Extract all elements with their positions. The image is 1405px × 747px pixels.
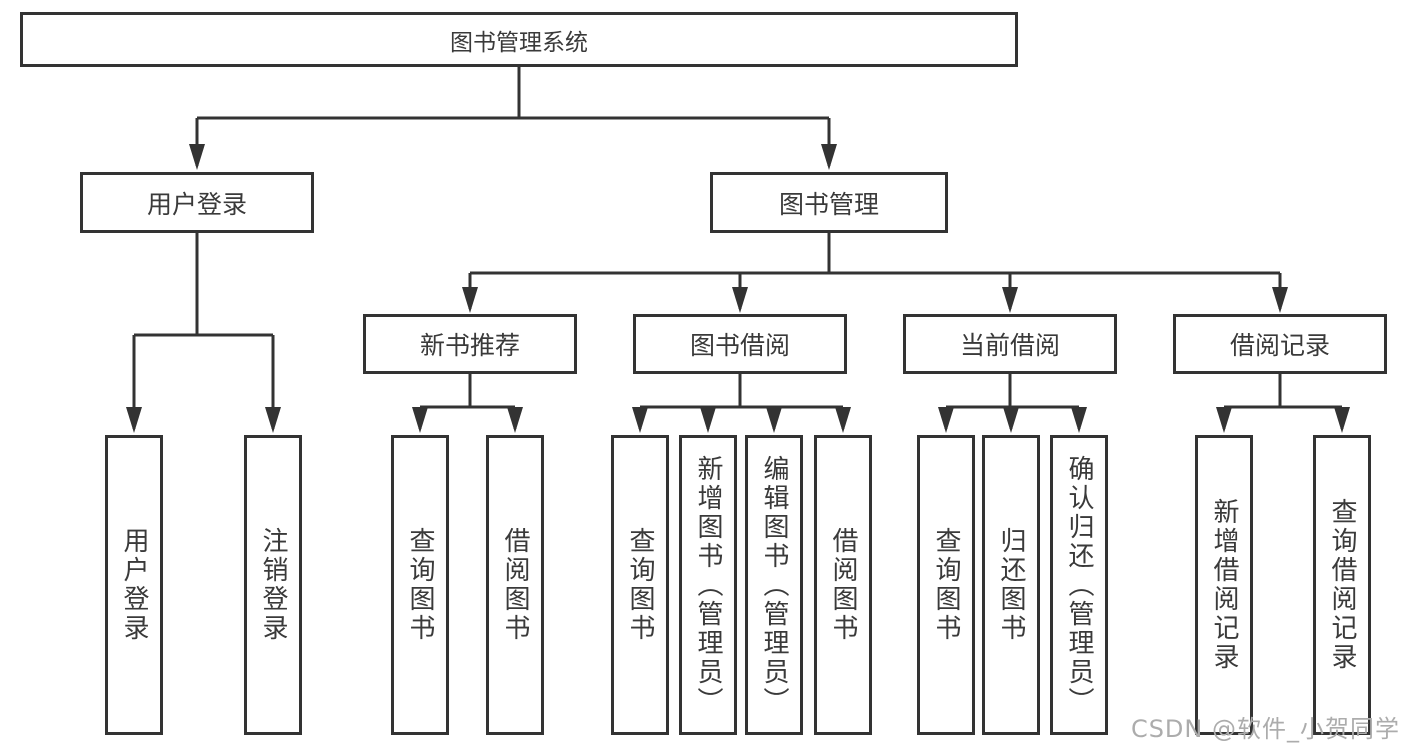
leaf-label: 用户登录 [119, 527, 149, 643]
connector-book-management-children [462, 233, 1288, 313]
leaf-label: 查询图书 [931, 527, 961, 643]
leaf-label: 借阅图书 [828, 527, 858, 643]
leaf-label: 归还图书 [996, 527, 1026, 643]
node-root: 图书管理系统 [20, 12, 1018, 67]
node-book-management: 图书管理 [710, 172, 948, 233]
connector-book-borrow-children [632, 374, 851, 433]
node-leaf-edit-books-admin: 编辑图书（管理员） [745, 435, 803, 735]
node-book-borrow: 图书借阅 [633, 314, 847, 374]
leaf-label: 注销登录 [258, 527, 288, 643]
leaf-label: 确认归还（管理员） [1064, 454, 1094, 716]
connector-root-to-level2 [189, 67, 837, 170]
leaf-label: 查询图书 [625, 527, 655, 643]
csdn-watermark: CSDN @软件_小贺同学 [1130, 715, 1400, 743]
node-leaf-query-books-1: 查询图书 [391, 435, 449, 735]
node-leaf-logout: 注销登录 [244, 435, 302, 735]
node-borrow-records: 借阅记录 [1173, 314, 1387, 374]
node-leaf-borrow-books-2: 借阅图书 [814, 435, 872, 735]
node-leaf-add-books-admin: 新增图书（管理员） [679, 435, 737, 735]
node-leaf-borrow-books-1: 借阅图书 [486, 435, 544, 735]
node-leaf-query-books-2: 查询图书 [611, 435, 669, 735]
connector-current-borrow-children [938, 374, 1087, 433]
node-leaf-add-borrow-record: 新增借阅记录 [1195, 435, 1253, 735]
connector-user-login-children [126, 233, 281, 433]
node-leaf-return-books: 归还图书 [982, 435, 1040, 735]
leaf-label: 借阅图书 [500, 527, 530, 643]
leaf-label: 查询借阅记录 [1327, 498, 1357, 672]
connector-borrow-records-children [1216, 374, 1350, 433]
node-user-login: 用户登录 [80, 172, 314, 233]
node-leaf-confirm-return-admin: 确认归还（管理员） [1050, 435, 1108, 735]
leaf-label: 新增图书（管理员） [693, 454, 723, 716]
leaf-label: 编辑图书（管理员） [759, 454, 789, 716]
node-current-borrow: 当前借阅 [903, 314, 1117, 374]
connector-new-book-children [412, 374, 523, 433]
leaf-label: 查询图书 [405, 527, 435, 643]
node-leaf-query-borrow-record: 查询借阅记录 [1313, 435, 1371, 735]
node-new-book-recommend: 新书推荐 [363, 314, 577, 374]
node-leaf-query-books-3: 查询图书 [917, 435, 975, 735]
node-leaf-user-login: 用户登录 [105, 435, 163, 735]
leaf-label: 新增借阅记录 [1209, 498, 1239, 672]
